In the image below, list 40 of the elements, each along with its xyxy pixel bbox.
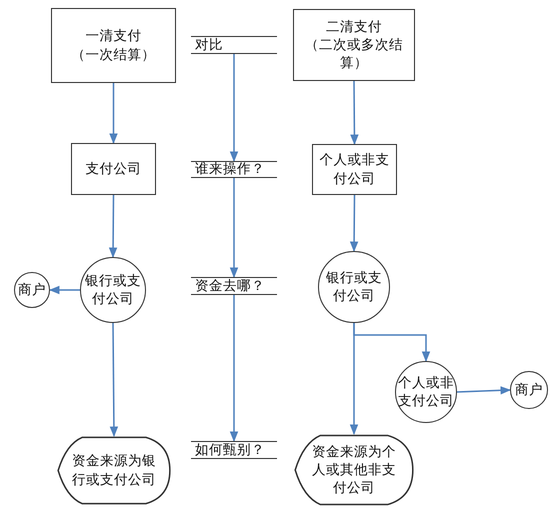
arrow	[350, 323, 358, 436]
arrow	[230, 54, 238, 162]
node-text: 二清支付	[326, 18, 382, 36]
arrow	[108, 195, 118, 258]
node-text: 银行或支付公司	[325, 268, 383, 306]
node-text: 资金来源为银行或支付公司	[71, 452, 157, 489]
node-text: 资金去哪？	[194, 276, 265, 296]
process-box	[71, 143, 156, 195]
node-text: 商户	[18, 280, 46, 300]
node-text: （二次或多次结算）	[304, 36, 404, 72]
arrow	[109, 83, 118, 144]
node-text: 资金来源为个人或其他非支付公司	[311, 442, 397, 498]
process-box	[293, 9, 415, 81]
arrow	[230, 295, 238, 442]
question-bar	[191, 36, 277, 54]
arrow	[230, 178, 238, 278]
node-text: 商户	[515, 380, 543, 400]
node-text: 银行或支付公司	[84, 272, 142, 308]
process-box	[312, 144, 397, 195]
circle-node	[510, 371, 548, 409]
node-text: 对比	[194, 36, 223, 54]
arrow	[110, 323, 118, 438]
node-text: （一次结算）	[72, 46, 156, 64]
process-box	[51, 8, 176, 83]
question-bar	[191, 277, 277, 295]
arrow	[48, 286, 80, 294]
display-shape	[294, 434, 414, 506]
node-text: 个人或非支付公司	[318, 151, 390, 188]
node-text: 支付公司	[86, 160, 142, 178]
circle-node	[14, 272, 50, 308]
node-text: 一清支付	[86, 27, 142, 46]
display-shape	[57, 436, 171, 505]
question-bar	[191, 161, 277, 178]
node-text: 如何甄别？	[194, 440, 265, 460]
question-bar	[191, 441, 277, 459]
node-text: 个人或非支付公司	[397, 374, 455, 410]
arrow	[350, 81, 359, 146]
node-text: 谁来操作？	[194, 160, 265, 179]
arrow	[350, 195, 358, 252]
arrow	[456, 386, 512, 395]
